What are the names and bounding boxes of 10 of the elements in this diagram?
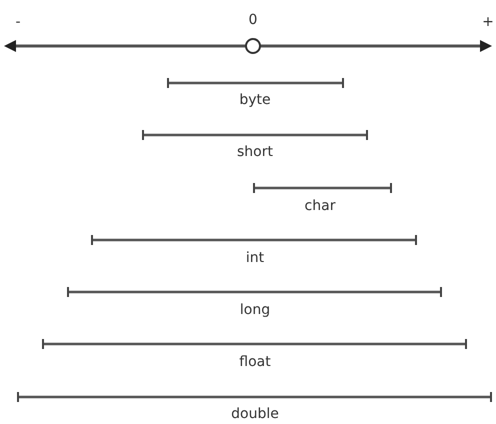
axis-label: + xyxy=(482,14,494,30)
type-label: long xyxy=(240,302,270,318)
type-label: double xyxy=(231,406,279,422)
type-label: int xyxy=(246,250,264,266)
type-label: short xyxy=(237,144,273,160)
type-label: byte xyxy=(239,92,271,108)
axis-label: - xyxy=(15,14,21,30)
type-label: float xyxy=(239,354,271,370)
axis-label: 0 xyxy=(248,12,258,28)
type-label: char xyxy=(304,198,336,214)
